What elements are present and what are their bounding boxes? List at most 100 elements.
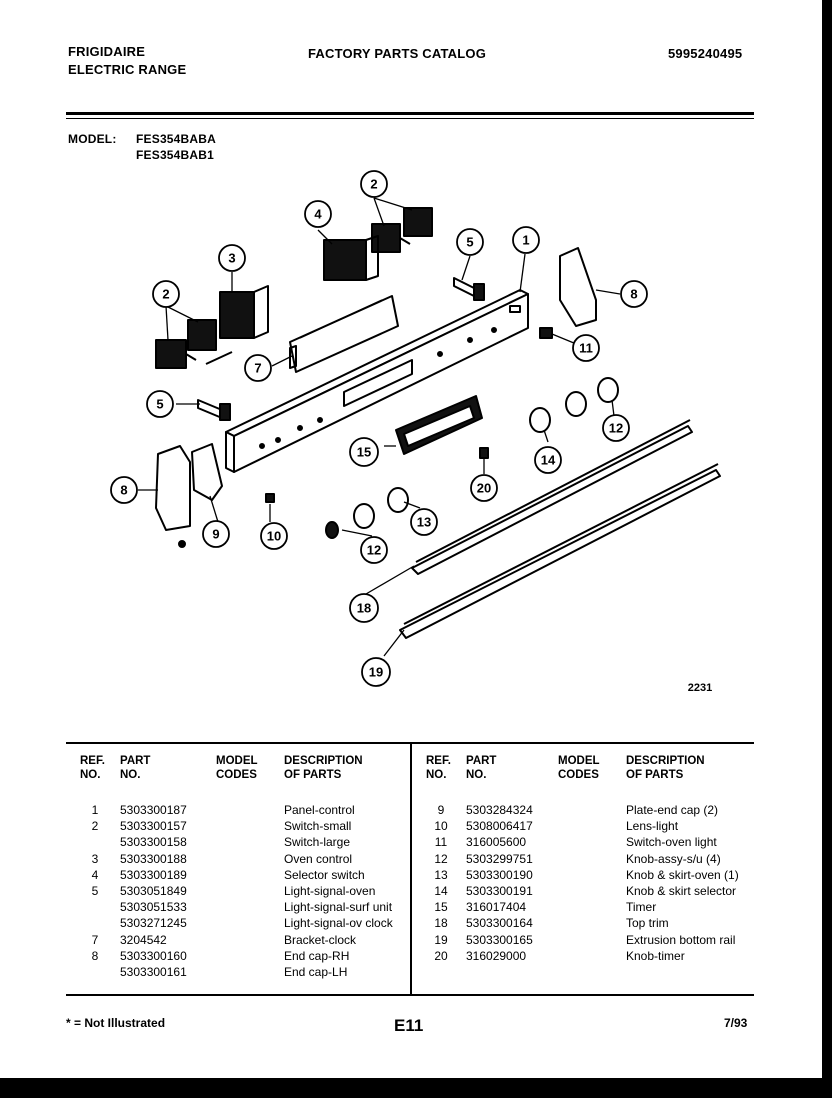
callout-11: 11 xyxy=(579,341,593,356)
table-cell: 20 xyxy=(434,948,448,963)
table-cell: Top trim xyxy=(626,916,669,931)
table-cell: 5303300160 xyxy=(120,948,187,963)
callout-2-top: 2 xyxy=(370,177,377,192)
callout-14: 14 xyxy=(541,453,556,468)
table-cell: 4 xyxy=(91,867,99,882)
table-cell: 316017404 xyxy=(466,900,527,915)
table-cell: Knob & skirt-oven (1) xyxy=(626,867,739,882)
table-cell: 5303051849 xyxy=(120,883,187,898)
product-name: ELECTRIC RANGE xyxy=(68,62,187,77)
table-cell: 5303300157 xyxy=(120,819,187,834)
header-model-codes-left: MODEL CODES xyxy=(216,755,258,781)
bottom-rail-part xyxy=(399,463,721,639)
table-cell: 316029000 xyxy=(466,948,527,963)
table-top-rule xyxy=(66,742,754,744)
callout-20: 20 xyxy=(477,481,491,496)
table-cell: 5303300188 xyxy=(120,851,187,866)
callout-5-right: 5 xyxy=(466,235,473,250)
oven-light-switch-part xyxy=(539,327,553,339)
table-divider xyxy=(410,744,412,996)
table-cell: 9 xyxy=(437,803,445,817)
callout-18: 18 xyxy=(357,601,371,616)
knob-parts xyxy=(325,377,619,539)
catalog-title: FACTORY PARTS CATALOG xyxy=(308,46,487,61)
table-cell: 5303300187 xyxy=(120,803,187,817)
callout-7: 7 xyxy=(254,361,261,376)
table-cell: 3204542 xyxy=(120,932,167,947)
callout-5-left: 5 xyxy=(156,397,163,412)
callout-1: 1 xyxy=(522,233,529,248)
catalog-number: 5995240495 xyxy=(668,46,743,61)
table-cell: 5 xyxy=(91,883,99,898)
table-cell: 1 xyxy=(91,803,99,817)
table-cell: 10 xyxy=(434,819,448,834)
table-cell xyxy=(80,834,110,850)
table-cell: 5303300189 xyxy=(120,867,187,882)
table-cell: 5303271245 xyxy=(120,916,187,931)
parts-table-left: 1 2 3 4 5 7 8 5303300187 5303300157 5303… xyxy=(66,802,410,984)
callout-12-left: 12 xyxy=(367,543,381,558)
control-panel-part xyxy=(225,289,529,473)
desc-column-right: Plate-end cap (2) Lens-light Switch-oven… xyxy=(626,802,739,964)
callout-13: 13 xyxy=(417,515,431,530)
header-part-no-left: PART NO. xyxy=(120,755,151,781)
callout-9: 9 xyxy=(212,527,219,542)
header-rule-thin xyxy=(66,118,754,119)
table-cell: Lens-light xyxy=(626,819,679,834)
table-cell: 5303300161 xyxy=(120,964,187,979)
model-number-1: FES354BABA xyxy=(136,132,217,146)
table-cell: 5303300190 xyxy=(466,867,533,882)
exploded-parts-diagram: 1 2 2 3 4 5 5 7 8 8 9 10 11 12 12 13 14 … xyxy=(110,170,721,694)
table-cell: 13 xyxy=(434,867,448,882)
header-description-left: DESCRIPTION OF PARTS xyxy=(284,755,363,781)
table-cell: 14 xyxy=(434,883,448,898)
table-cell: 18 xyxy=(434,916,448,931)
model-label: MODEL: xyxy=(68,132,117,146)
table-cell: 5303299751 xyxy=(466,851,533,866)
table-cell: 2 xyxy=(91,819,99,834)
callout-8-left: 8 xyxy=(120,483,127,498)
callout-12-right: 12 xyxy=(609,421,623,436)
table-cell: 15 xyxy=(434,900,448,915)
table-cell: Switch-large xyxy=(284,835,351,850)
callout-10: 10 xyxy=(267,529,281,544)
callout-4: 4 xyxy=(314,207,322,222)
table-cell: Light-signal-surf unit xyxy=(284,900,393,915)
timer-part xyxy=(395,395,483,455)
table-cell: 8 xyxy=(91,948,99,963)
ref-column-left: 1 2 3 4 5 7 8 xyxy=(80,802,110,980)
table-cell: Light-signal-ov clock xyxy=(284,916,393,931)
callout-leader-lines xyxy=(138,197,621,657)
table-cell: Plate-end cap (2) xyxy=(626,803,719,817)
callout-circles xyxy=(110,170,648,687)
part-column-right: 5303284324 5308006417 316005600 53032997… xyxy=(466,802,533,964)
desc-column-left: Panel-control Switch-small Switch-large … xyxy=(284,802,393,980)
callout-8-right: 8 xyxy=(630,287,637,302)
table-cell: 5303284324 xyxy=(466,803,533,817)
table-cell: Selector switch xyxy=(284,867,365,882)
table-cell: Oven control xyxy=(284,851,353,866)
lens-light-part xyxy=(265,493,275,503)
callout-15: 15 xyxy=(357,445,371,460)
table-cell: 5303051533 xyxy=(120,900,187,915)
table-cell: 3 xyxy=(91,851,99,866)
header-model-codes-right: MODEL CODES xyxy=(558,755,600,781)
table-cell: Knob-assy-s/u (4) xyxy=(626,851,721,866)
table-cell: 11 xyxy=(434,835,448,850)
top-trim-part xyxy=(411,419,693,575)
header-rule-thick xyxy=(66,112,754,115)
table-cell: Switch-oven light xyxy=(626,835,717,850)
not-illustrated-note: * = Not Illustrated xyxy=(66,1016,166,1030)
part-column-left: 5303300187 5303300157 5303300158 5303300… xyxy=(120,802,187,980)
table-cell: End cap-LH xyxy=(284,964,348,979)
callout-3: 3 xyxy=(228,251,235,266)
signal-light-parts xyxy=(197,277,485,421)
table-cell: Knob-timer xyxy=(626,948,685,963)
small-switch-parts xyxy=(155,207,433,369)
oven-control-part xyxy=(205,285,269,365)
table-cell: 5303300165 xyxy=(466,932,533,947)
ref-column-right: 9 10 11 12 13 14 15 18 19 20 xyxy=(426,802,456,964)
table-cell: 5303300158 xyxy=(120,835,187,850)
table-cell: 19 xyxy=(434,932,448,947)
table-cell: 5303300191 xyxy=(466,883,533,898)
